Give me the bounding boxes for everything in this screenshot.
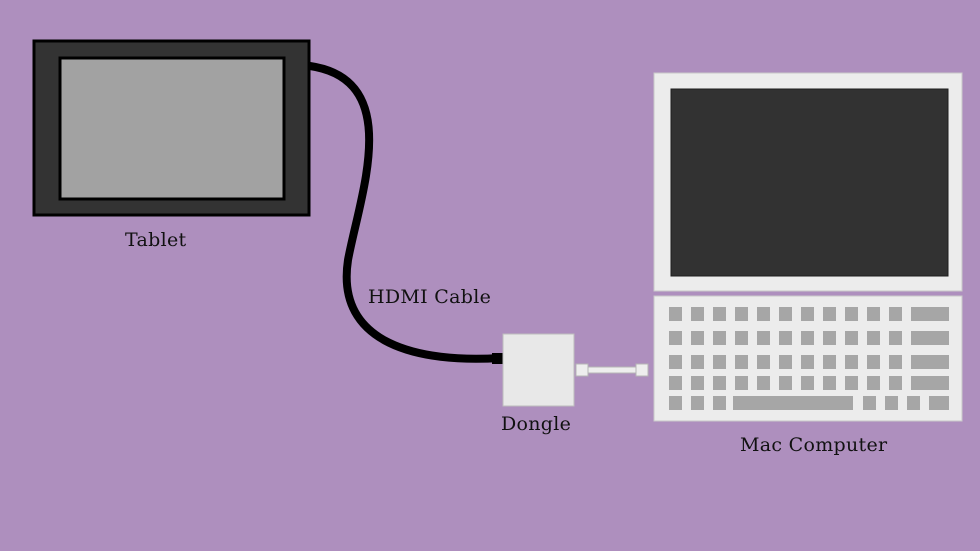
keyboard-key [691,355,704,369]
keyboard-key [911,355,949,369]
dongle [502,333,649,407]
keyboard-key [889,307,902,321]
keyboard-key [713,307,726,321]
spacebar-key [733,396,853,410]
keyboard-key [713,376,726,390]
keyboard-key [735,355,748,369]
keyboard-key [757,376,770,390]
keyboard-key [867,355,880,369]
keyboard-key [823,376,836,390]
tablet-screen [58,56,286,201]
keyboard-key [801,355,814,369]
keyboard-key [801,376,814,390]
keyboard-key [823,307,836,321]
keyboard-key [735,331,748,345]
keyboard-key [845,307,858,321]
hdmi-cable-label: HDMI Cable [368,286,492,308]
keyboard-key [669,307,682,321]
keyboard-key [801,307,814,321]
keyboard-key [911,307,949,321]
keyboard-key [691,396,704,410]
keyboard-key [885,396,898,410]
keyboard-key [669,396,682,410]
dongle-connector [575,363,589,377]
keyboard-key [845,376,858,390]
tablet [32,39,311,217]
keyboard-key [669,355,682,369]
keyboard-key [823,331,836,345]
keyboard-key [691,331,704,345]
keyboard-key [735,307,748,321]
hdmi-cable [306,62,504,363]
dongle-end-plug [635,363,649,377]
keyboard-key [863,396,876,410]
keyboard-key [757,355,770,369]
keyboard-key [691,307,704,321]
keyboard-key [779,307,792,321]
keyboard-key [713,331,726,345]
keyboard-key [845,355,858,369]
keyboard-key [801,331,814,345]
keyboard-key [779,331,792,345]
tablet-label: Tablet [125,229,187,251]
keyboard-key [779,355,792,369]
keyboard-key [867,376,880,390]
mac-computer-label: Mac Computer [740,434,888,456]
keyboard-key [823,355,836,369]
keyboard-key [889,331,902,345]
dongle-body [502,333,575,407]
keyboard-key [713,355,726,369]
keyboard-key [845,331,858,345]
keyboard-key [889,376,902,390]
keyboard-key [669,376,682,390]
computer-screen [670,88,949,277]
mac-computer [653,72,963,422]
hdmi-cable-plug [492,353,504,364]
keyboard-key [889,355,902,369]
keyboard-key [669,331,682,345]
keyboard-key [779,376,792,390]
keyboard-key [907,396,920,410]
keyboard-key [757,331,770,345]
dongle-lead [587,366,637,374]
keyboard-key [911,376,949,390]
keyboard-key [713,396,726,410]
keyboard-key [911,331,949,345]
keyboard-key [867,331,880,345]
keyboard-keys [669,307,949,410]
keyboard-key [929,396,949,410]
dongle-label: Dongle [501,413,572,435]
keyboard-key [691,376,704,390]
keyboard-key [735,376,748,390]
keyboard-key [757,307,770,321]
keyboard-key [867,307,880,321]
